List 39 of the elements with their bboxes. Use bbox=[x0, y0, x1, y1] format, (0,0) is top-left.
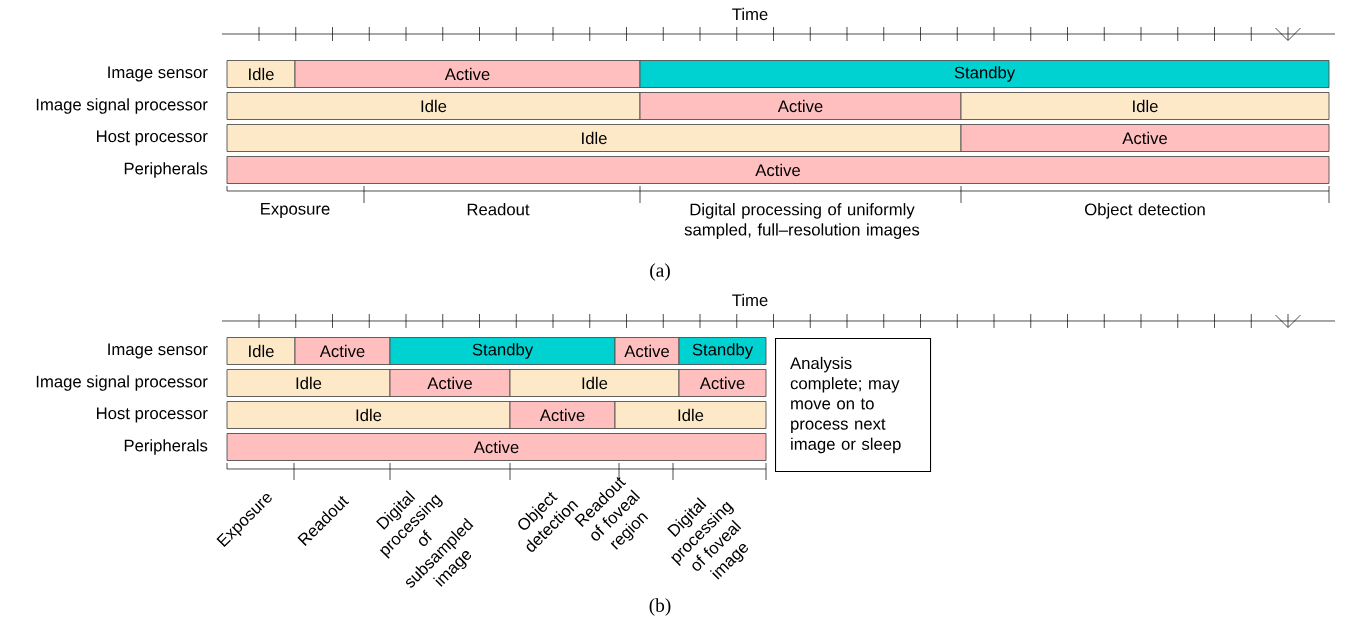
state-bar: Idle bbox=[226, 337, 296, 365]
state-bar: Standby bbox=[678, 337, 767, 365]
state-bar: Idle bbox=[226, 124, 962, 152]
state-bar: Standby bbox=[639, 60, 1330, 88]
phase-label: Readout bbox=[467, 203, 530, 216]
row-label: Image signal processor bbox=[36, 98, 208, 114]
state-bar: Idle bbox=[960, 92, 1330, 120]
state-bar: Active bbox=[226, 156, 1330, 184]
state-bar: Active bbox=[509, 401, 616, 429]
row-label: Image sensor bbox=[108, 343, 208, 359]
axis-label: Time bbox=[732, 293, 768, 307]
state-bar: Active bbox=[960, 124, 1330, 152]
state-bar: Active bbox=[226, 433, 767, 461]
panel-caption: (b) bbox=[649, 598, 671, 616]
axis-label: Time bbox=[732, 7, 768, 21]
state-bar: Active bbox=[294, 337, 391, 365]
state-bar: Standby bbox=[389, 337, 616, 365]
state-bar: Idle bbox=[226, 60, 296, 88]
state-bar: Idle bbox=[226, 369, 391, 397]
state-bar: Active bbox=[614, 337, 680, 365]
phase-label: Exposure bbox=[261, 203, 330, 219]
state-bar: Active bbox=[389, 369, 511, 397]
state-bar: Active bbox=[639, 92, 962, 120]
state-bar: Active bbox=[678, 369, 767, 397]
state-bar: Active bbox=[294, 60, 641, 88]
row-label: Host processor bbox=[97, 407, 208, 423]
state-bar: Idle bbox=[509, 369, 680, 397]
note-box: Analysis complete; may move on to process next image or sleep bbox=[775, 338, 932, 473]
state-bar: Idle bbox=[614, 401, 767, 429]
row-label: Image sensor bbox=[108, 66, 208, 82]
row-label: Image signal processor bbox=[36, 375, 208, 391]
panel-caption: (a) bbox=[650, 263, 670, 281]
row-label: Peripherals bbox=[124, 439, 208, 455]
row-label: Peripherals bbox=[124, 162, 208, 178]
phase-label: Object detection bbox=[1085, 203, 1205, 219]
state-bar: Idle bbox=[226, 401, 511, 429]
row-label: Host processor bbox=[97, 130, 208, 146]
phase-label: Digital processing of uniformly sampled, full–resolution images bbox=[684, 203, 920, 239]
state-bar: Idle bbox=[226, 92, 641, 120]
